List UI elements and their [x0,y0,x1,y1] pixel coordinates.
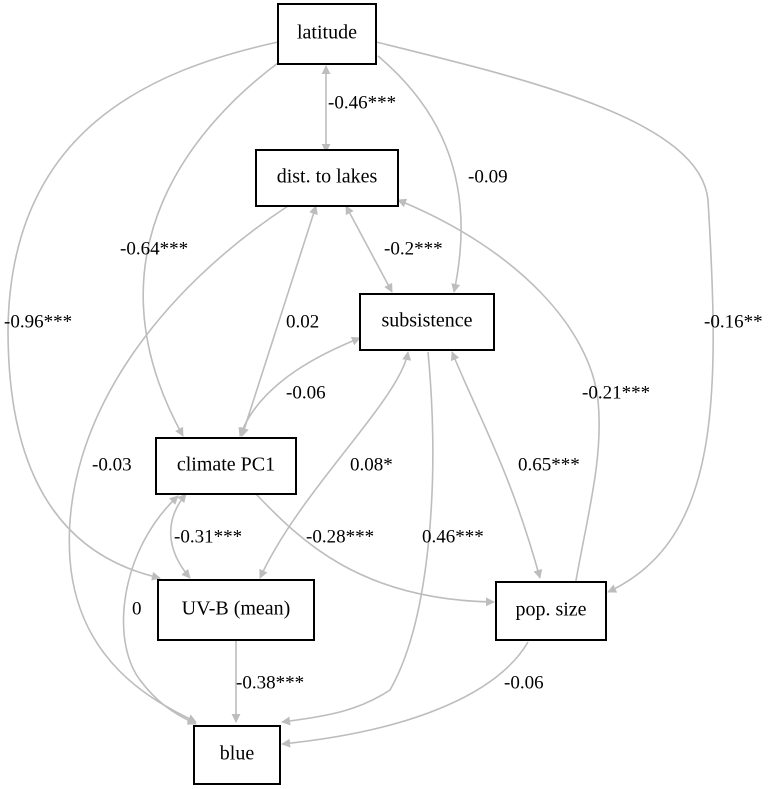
edge-label: 0.08* [350,454,393,475]
node-blue: blue [193,725,281,785]
node-label-pop-size: pop. size [515,599,586,621]
node-label-subsistence: subsistence [381,310,472,332]
edge-subsistence-uvb [259,351,412,579]
edge-label: -0.31*** [174,526,242,547]
edge-label: -0.46*** [328,92,396,113]
edge-subsistence-pop-size [450,351,543,579]
edge-label: 0.46*** [422,526,484,547]
edge-label: -0.64*** [120,238,188,259]
node-label-uvb-mean: UV-B (mean) [182,598,291,620]
node-label-blue: blue [220,743,255,765]
edge-label: -0.09 [468,166,508,187]
edge-label: -0.28*** [306,526,374,547]
edge-label: -0.16** [704,311,763,332]
edge-label: -0.06 [286,382,326,403]
node-label-dist-to-lakes: dist. to lakes [277,166,378,188]
edge-latitude-climate-pc1 [142,59,283,437]
edge-label: 0.65*** [518,454,580,475]
node-climate-pc1: climate PC1 [155,437,297,495]
edge-labels: -0.46*** -0.09 -0.64*** -0.96*** -0.16**… [4,92,763,693]
node-label-latitude: latitude [297,22,357,44]
edge-pop-size-blue [281,641,529,748]
edge-label: -0.21*** [582,382,650,403]
node-uvb-mean: UV-B (mean) [157,579,315,641]
edge-climate-pop-size [255,493,495,607]
edge-dist-blue [68,205,289,723]
edge-subsistence-blue [281,351,434,726]
edges [7,41,714,748]
edge-label: -0.96*** [4,311,72,332]
edge-label: 0 [132,598,142,619]
edge-climate-blue [122,495,197,725]
node-latitude: latitude [277,3,377,65]
edge-label: -0.03 [92,454,132,475]
node-label-climate-pc1: climate PC1 [177,454,275,476]
edge-dist-pop-size [397,198,600,593]
edge-dist-subsistence [345,205,393,293]
edge-label: -0.06 [504,672,544,693]
node-subsistence: subsistence [359,293,495,351]
node-dist-to-lakes: dist. to lakes [255,149,399,207]
edge-label: -0.2*** [384,238,443,259]
edge-latitude-uvb [7,41,279,581]
edge-label: 0.02 [286,311,319,332]
node-pop-size: pop. size [495,581,607,641]
edge-label: -0.38*** [236,672,304,693]
edge-latitude-pop-size [375,41,714,593]
